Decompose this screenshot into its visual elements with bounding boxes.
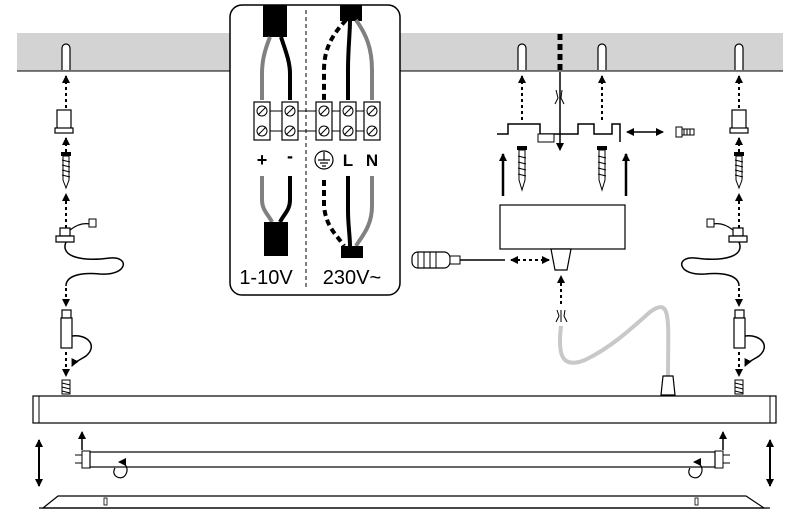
arrow-icon [744,335,765,367]
driver-assembly [411,34,695,396]
cable-icon [263,5,287,37]
cable-icon [680,241,741,287]
screw-icon [597,146,607,192]
terminal-block-icon [253,101,381,141]
driver-box-icon [499,204,626,250]
connector-icon [706,218,748,243]
screwdriver-icon [411,251,505,269]
screw-icon [675,126,695,138]
ground-symbol-icon [314,150,334,170]
cable-gland-icon [660,375,676,396]
screw-icon [61,152,71,190]
ceiling-icon [17,33,783,72]
cable-icon [340,5,362,21]
rotate-arrow-icon [113,458,128,479]
screw-icon [517,146,527,192]
cable-icon [341,246,363,258]
terminal-minus-label: - [287,146,293,166]
screw-icon [734,152,744,190]
cable-icon [64,241,125,287]
bracket-clip-icon [537,133,555,143]
wire-ends-icon [555,309,568,323]
wire-ends-icon [554,89,565,105]
mounting-bracket-icon [497,123,621,142]
connector-icon [60,309,73,349]
rotate-arrow-icon [688,458,703,479]
screw-icon [734,379,744,395]
cable-icon [557,305,671,377]
cable-icon [264,222,288,256]
anchor-plug-icon [54,109,74,134]
connector-icon [733,309,746,349]
ceiling-hole-icons [61,43,744,70]
luminaire-housing-icon [32,395,777,424]
connector-icon [55,218,97,243]
wiring-panel: + - L N 1-10V 230V~ [229,4,401,296]
right-mounting-chain [680,75,765,395]
terminal-neutral-label: N [366,151,378,170]
screw-icon [61,379,71,395]
arrow-icon [71,335,92,367]
diffuser-icon [39,495,770,509]
terminal-live-label: L [343,151,353,170]
fluorescent-tube-icon [75,450,730,479]
terminal-plus-label: + [257,150,268,170]
left-mounting-chain [54,75,125,395]
mains-voltage-label: 230V~ [323,267,381,289]
cable-gland-icon [550,248,572,271]
anchor-plug-icon [729,109,749,134]
dimming-voltage-label: 1-10V [239,267,293,289]
